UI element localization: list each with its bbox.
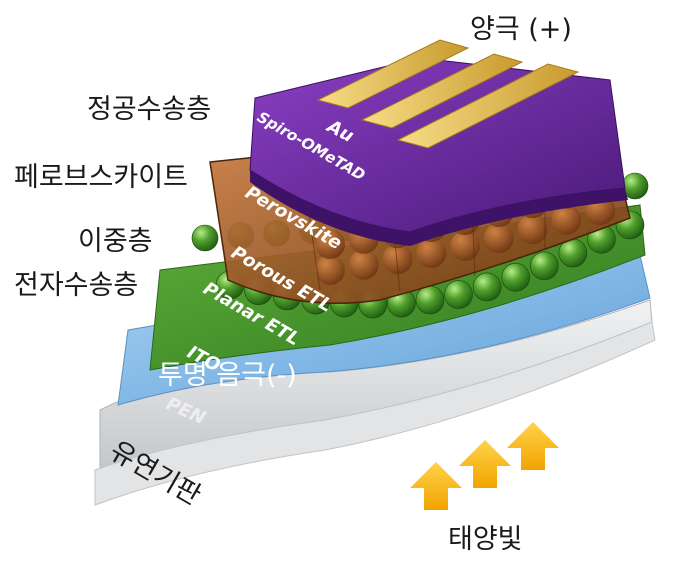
etl-bead [415,285,445,315]
perovskite-grain [483,223,514,254]
sunlight-arrow-2 [459,440,511,488]
gold-electrode-2 [360,53,524,129]
gold-electrode-3 [396,63,580,149]
sunlight-label: 태양빛 [448,524,523,555]
perovskite-grain [315,255,345,285]
sunlight-arrow-1 [410,462,462,510]
etl-bead [501,263,531,292]
sunlight-arrow-3 [507,422,559,470]
etl-bead [444,280,473,309]
perovskite-grain [517,214,548,245]
perovskite-grain [551,204,582,235]
hole-transport-label: 정공수송층 [87,94,211,125]
gold-electrode-1 [316,39,470,109]
gold-electrodes [316,39,580,149]
perovskite-label: 페로브스카이트 [14,162,188,193]
transparent-cathode-label: 투명 음극(-) [158,360,297,391]
perovskite-grain [416,238,447,269]
perovskite-grain [450,231,480,261]
etl-bead [472,272,502,302]
anode-label: 양극 (+) [470,14,572,45]
perovskite-grain [382,244,413,275]
etl-bead [529,251,559,281]
etl-bead [191,224,219,252]
perovskite-grain [348,249,379,280]
electron-transport-label: 전자수송층 [14,270,138,301]
double-layer-label: 이중층 [78,226,153,257]
perovskite-grain [315,229,345,259]
sunlight-arrows [410,422,559,510]
